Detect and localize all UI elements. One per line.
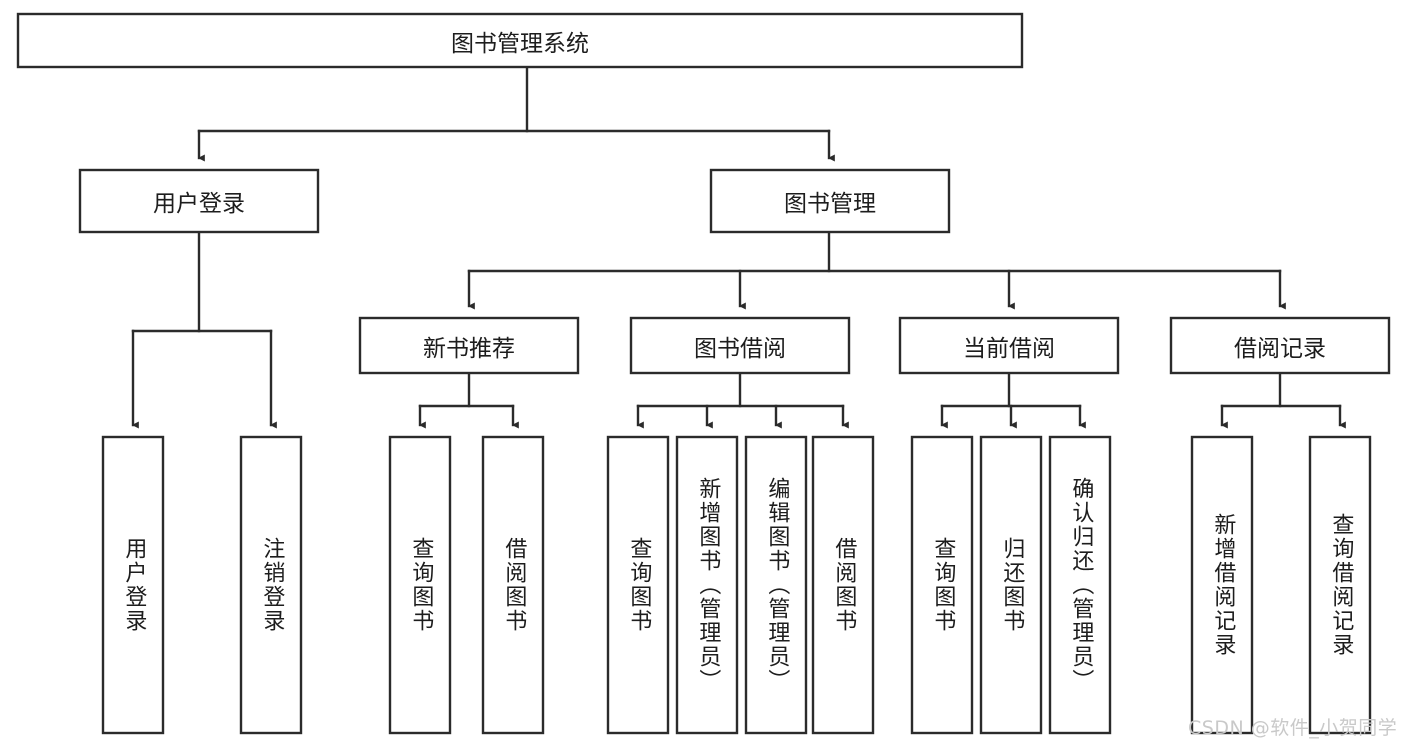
node-book-manage[interactable]: 图书管理: [709, 168, 951, 234]
node-leaf-logout[interactable]: 注销登录: [239, 435, 303, 735]
node-leaf-logout-label: 注销登录: [259, 537, 285, 633]
node-leaf-add-record-label: 新增借阅记录: [1210, 513, 1236, 657]
node-leaf-query-book-1[interactable]: 查询图书: [388, 435, 452, 735]
node-borrow-record[interactable]: 借阅记录: [1169, 316, 1391, 375]
node-leaf-query-book-3-label: 查询图书: [930, 537, 956, 633]
node-leaf-return-book-label: 归还图书: [999, 537, 1025, 633]
node-leaf-user-login[interactable]: 用户登录: [101, 435, 165, 735]
node-leaf-edit-book[interactable]: 编辑图书（管理员）: [744, 435, 808, 735]
node-leaf-query-book-2-label: 查询图书: [626, 537, 652, 633]
node-leaf-query-book-2[interactable]: 查询图书: [606, 435, 670, 735]
node-user-login-label: 用户登录: [153, 191, 245, 217]
node-leaf-borrow-book-1-label: 借阅图书: [501, 537, 527, 633]
node-leaf-confirm-return-label: 确认归还（管理员）: [1068, 477, 1094, 693]
edge-group: [131, 65, 1346, 429]
node-leaf-edit-book-label: 编辑图书（管理员）: [764, 477, 790, 693]
node-new-book-rec[interactable]: 新书推荐: [358, 316, 580, 375]
node-user-login[interactable]: 用户登录: [78, 168, 320, 234]
node-root[interactable]: 图书管理系统: [16, 12, 1024, 69]
node-borrow-record-label: 借阅记录: [1234, 335, 1326, 362]
node-current-borrow-label: 当前借阅: [963, 335, 1055, 362]
node-leaf-confirm-return[interactable]: 确认归还（管理员）: [1048, 435, 1112, 735]
node-leaf-add-record[interactable]: 新增借阅记录: [1190, 435, 1254, 735]
node-leaf-add-book-label: 新增图书（管理员）: [695, 477, 721, 693]
node-leaf-query-book-3[interactable]: 查询图书: [910, 435, 974, 735]
node-leaf-query-record-label: 查询借阅记录: [1328, 513, 1354, 657]
node-leaf-query-book-1-label: 查询图书: [408, 537, 434, 633]
node-new-book-rec-label: 新书推荐: [423, 335, 515, 362]
csdn-watermark: CSDN @软件_小贺同学: [1188, 717, 1398, 739]
node-leaf-user-login-label: 用户登录: [121, 537, 147, 633]
node-leaf-borrow-book-2-label: 借阅图书: [831, 537, 857, 633]
node-current-borrow[interactable]: 当前借阅: [898, 316, 1120, 375]
node-leaf-return-book[interactable]: 归还图书: [979, 435, 1043, 735]
node-root-label: 图书管理系统: [451, 30, 589, 57]
node-leaf-borrow-book-2[interactable]: 借阅图书: [811, 435, 875, 735]
node-leaf-add-book[interactable]: 新增图书（管理员）: [675, 435, 739, 735]
node-book-borrow-label: 图书借阅: [694, 335, 786, 362]
node-leaf-query-record[interactable]: 查询借阅记录: [1308, 435, 1372, 735]
node-book-manage-label: 图书管理: [784, 191, 876, 217]
node-leaf-borrow-book-1[interactable]: 借阅图书: [481, 435, 545, 735]
node-book-borrow[interactable]: 图书借阅: [629, 316, 851, 375]
